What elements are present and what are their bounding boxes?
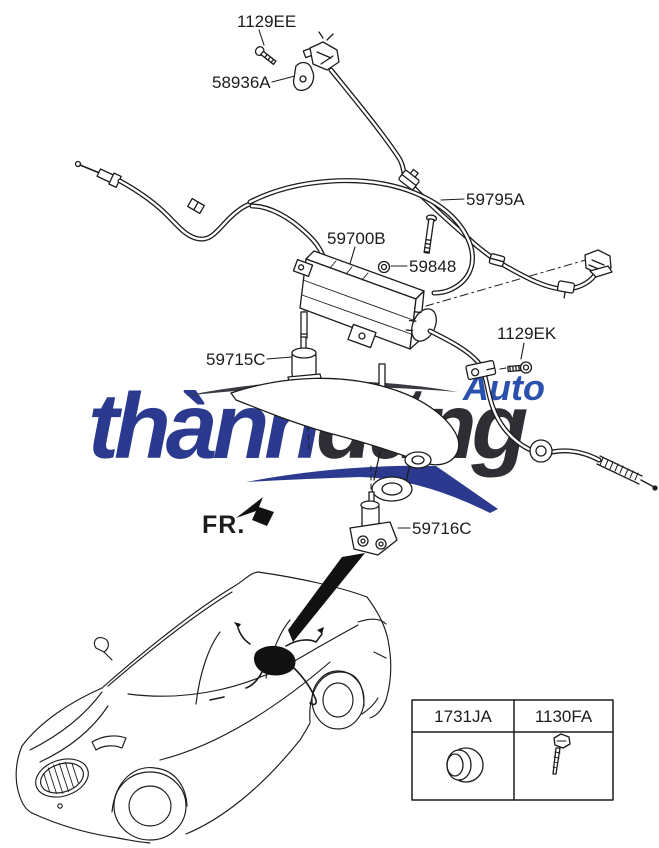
part-label-58936a: 58936A xyxy=(212,73,271,92)
connector-top-icon xyxy=(302,31,340,71)
connector-right-icon xyxy=(584,249,613,278)
fr-label: FR. xyxy=(202,511,246,539)
nut-59848-icon xyxy=(377,260,391,274)
part-label-1129ek: 1129EK xyxy=(497,324,557,343)
cable-left xyxy=(74,160,475,296)
mount-bracket xyxy=(230,377,460,502)
parts-table xyxy=(411,699,614,801)
reference-dashed-lines xyxy=(425,258,590,307)
part-label-59715c: 59715C xyxy=(206,350,266,369)
part-label-59700b: 59700B xyxy=(327,229,386,248)
cable-clamp-icon xyxy=(398,168,420,191)
car-illustration xyxy=(15,553,392,844)
part-label-1129ee: 1129EE xyxy=(237,12,297,31)
table-header-1130fa: 1130FA xyxy=(534,707,593,726)
part-label-59795a: 59795A xyxy=(466,190,525,209)
part-label-59848: 59848 xyxy=(409,257,457,276)
bolt-icon xyxy=(552,733,571,775)
watermark-swoosh-top xyxy=(184,380,458,396)
fr-direction-arrow-icon xyxy=(236,497,274,526)
cable-clip-icon xyxy=(465,359,497,381)
plug-icon xyxy=(446,747,484,783)
cable-clamp-icon xyxy=(488,253,506,267)
screw-1129ee-icon xyxy=(254,46,277,65)
bracket-58936a-icon xyxy=(292,61,315,92)
damper-59716c-icon xyxy=(349,491,398,556)
cable-rear-right xyxy=(427,328,658,491)
cable-clamp-icon xyxy=(556,280,576,299)
part-label-59716c: 59716C xyxy=(412,519,472,538)
table-header-1731ja: 1731JA xyxy=(434,707,492,726)
stud-bolt-icon xyxy=(423,214,438,254)
bolt-1129ek-icon xyxy=(507,361,533,374)
watermark-swoosh-bottom xyxy=(246,465,498,513)
